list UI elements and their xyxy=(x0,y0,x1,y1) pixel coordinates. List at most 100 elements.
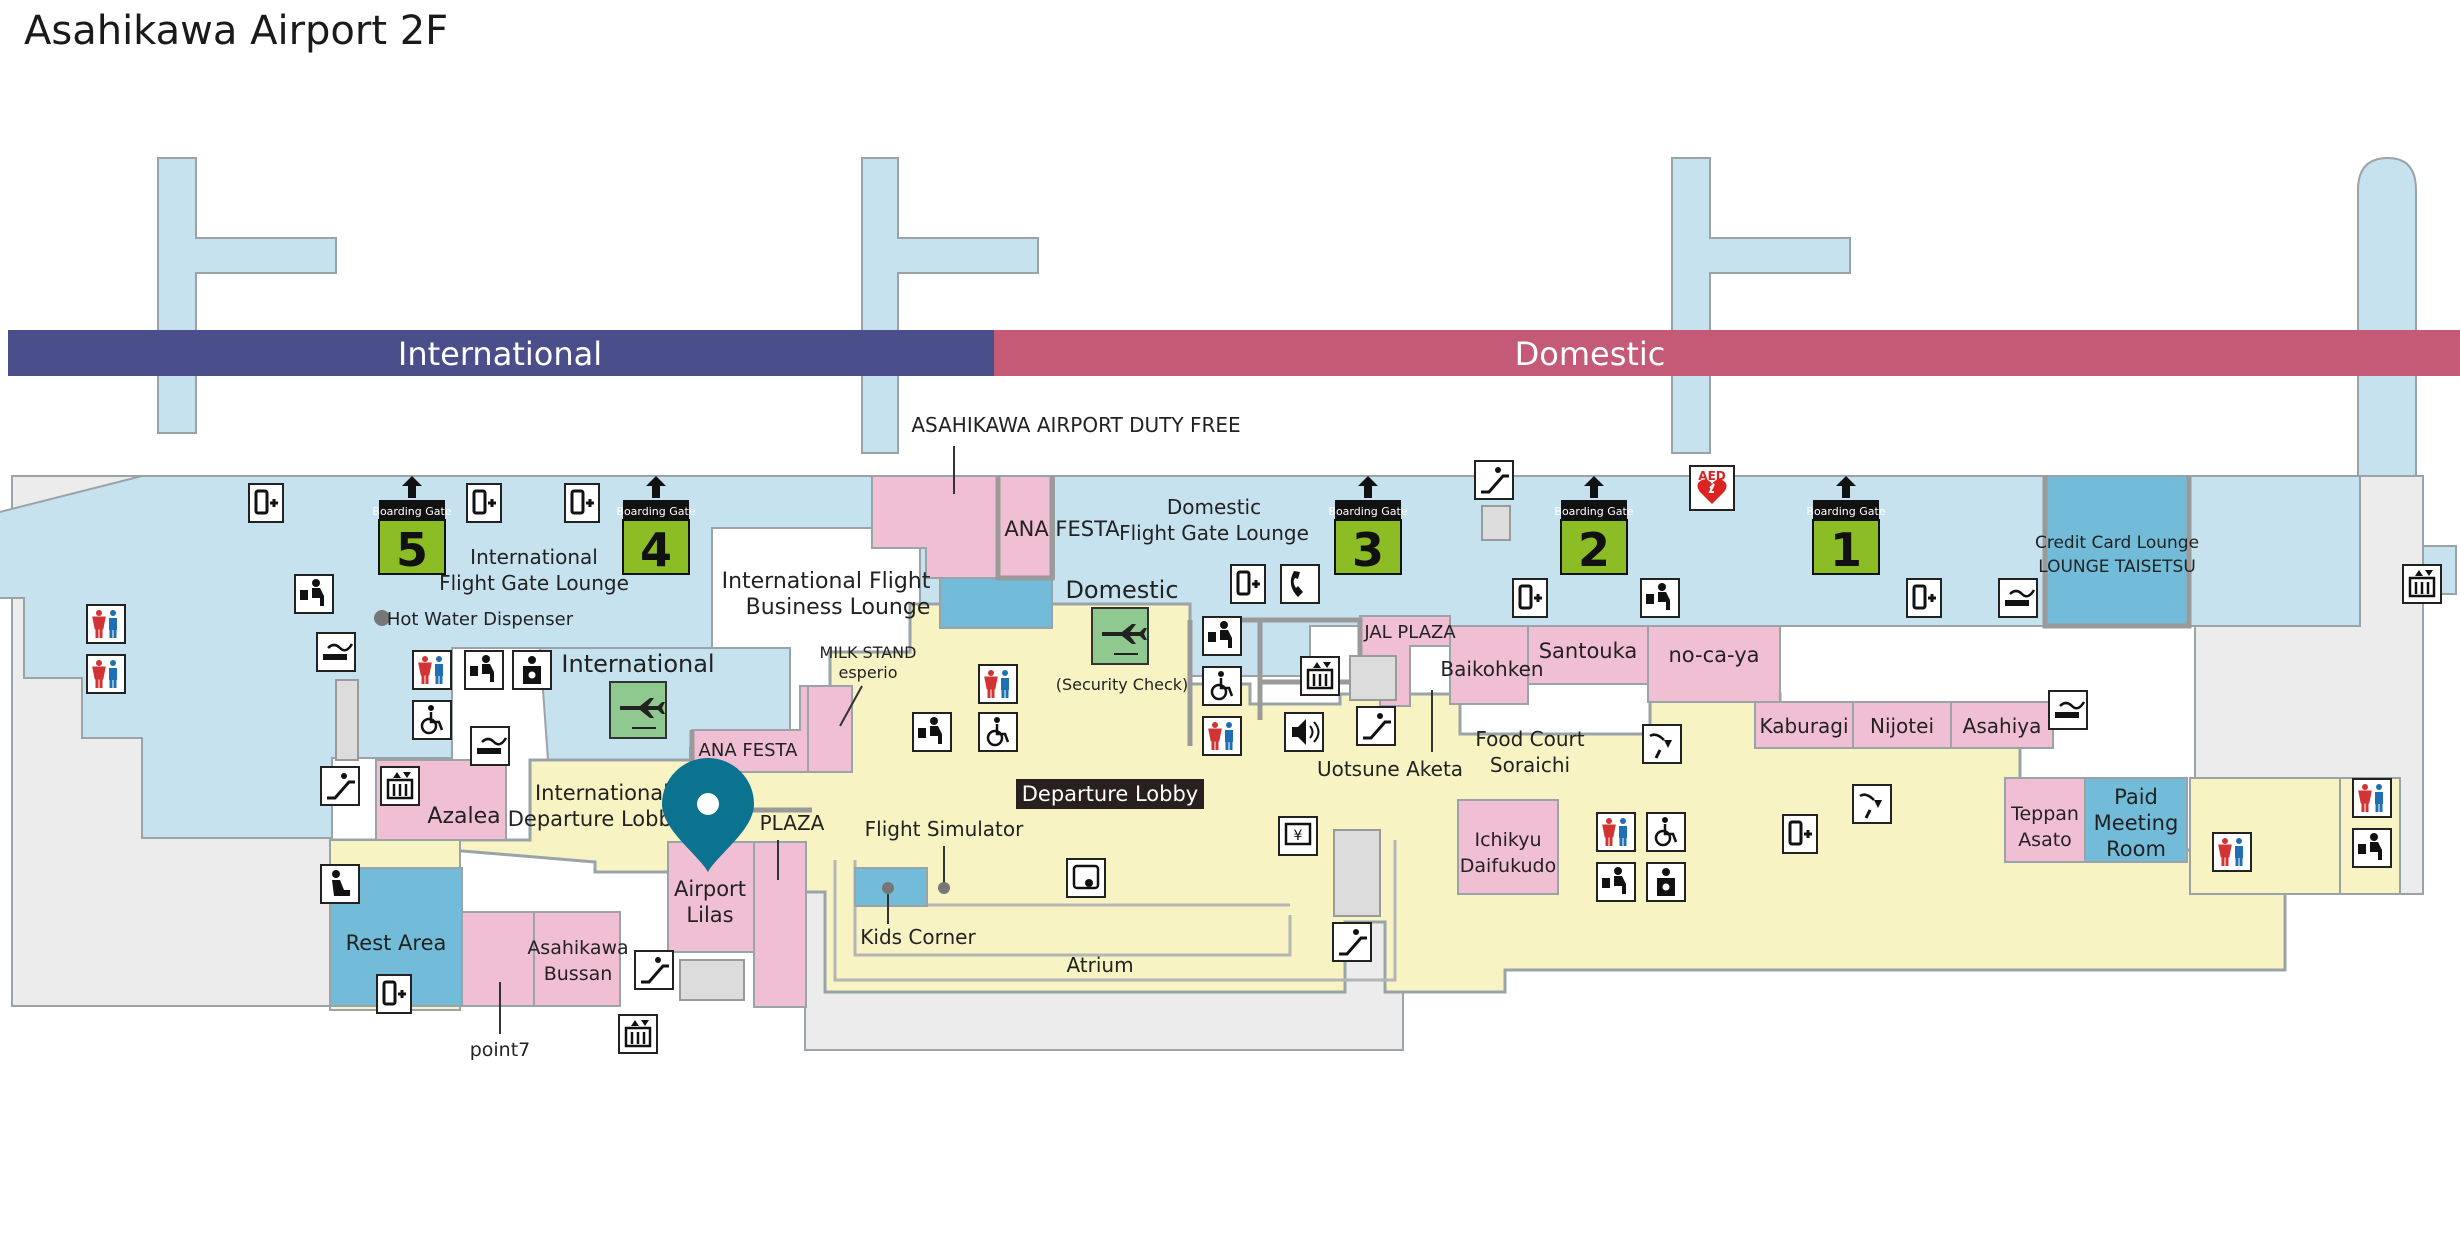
intl-gate-lounge-label-1: International xyxy=(470,545,598,569)
milk-stand-label-2: esperio xyxy=(839,663,898,682)
intl-departure-label-1: International xyxy=(535,781,669,805)
location-pin-marker[interactable] xyxy=(662,758,754,872)
domestic-gate-lounge-label-1: Domestic xyxy=(1167,495,1261,519)
accessible-restroom-icon[interactable] xyxy=(411,699,453,741)
boarding-gate-2[interactable]: Boarding Gate 2 xyxy=(1554,476,1634,577)
atm-icon[interactable] xyxy=(1277,815,1319,857)
escalator-icon[interactable] xyxy=(1355,705,1397,747)
smoking-room-icon[interactable] xyxy=(2047,689,2089,731)
gate-3-number: 3 xyxy=(1352,523,1384,577)
prayer-room-icon[interactable] xyxy=(320,864,360,904)
smoking-room-icon[interactable] xyxy=(315,631,357,673)
departure-lobby-badge xyxy=(1016,779,1204,809)
aed-icon[interactable]: AED xyxy=(1689,465,1735,511)
escalator-icon[interactable] xyxy=(633,949,675,991)
charging-station-icon[interactable] xyxy=(563,482,601,524)
asahikawa-bussan-label-1: Asahikawa xyxy=(527,937,628,959)
escalator-icon[interactable] xyxy=(319,765,361,807)
baby-care-icon[interactable] xyxy=(464,650,504,690)
accessible-restroom-icon[interactable] xyxy=(977,711,1019,753)
elevator-icon[interactable] xyxy=(2401,563,2443,605)
charging-station-icon[interactable] xyxy=(465,482,503,524)
atrium-rail-inner xyxy=(853,860,1292,957)
charging-station-icon[interactable] xyxy=(1229,563,1267,605)
gate-2-label: Boarding Gate xyxy=(1554,505,1633,518)
charging-station-icon[interactable] xyxy=(1905,577,1943,619)
area-labels: ASAHIKAWA AIRPORT DUTY FREE ANA FESTA Do… xyxy=(346,413,2199,1061)
restroom-icon[interactable] xyxy=(85,653,127,695)
pier-international-west xyxy=(157,157,337,434)
smoking-room-icon[interactable] xyxy=(1997,577,2039,619)
duty-free-shop xyxy=(871,475,999,579)
boarding-gate-4[interactable]: Boarding Gate 4 xyxy=(616,476,696,577)
asahiya-label: Asahiya xyxy=(1963,714,2042,738)
smoking-room-icon[interactable] xyxy=(469,725,511,767)
teppan-label-2: Asato xyxy=(2018,829,2072,851)
kaburagi-label: Kaburagi xyxy=(1759,714,1848,738)
escalator-center xyxy=(1349,655,1397,701)
charging-station-icon[interactable] xyxy=(247,482,285,524)
point7-shop xyxy=(461,911,535,1007)
escalator-icon[interactable] xyxy=(1473,459,1515,501)
telephone-icon[interactable] xyxy=(1280,564,1320,604)
azalea-label: Azalea xyxy=(427,804,500,829)
gate-3-label: Boarding Gate xyxy=(1328,505,1407,518)
restroom-icon[interactable] xyxy=(2351,777,2393,819)
accessible-restroom-icon[interactable] xyxy=(1645,811,1687,853)
escalator-icon[interactable] xyxy=(1331,921,1373,963)
kaburagi-shop xyxy=(1754,701,1854,749)
page-title: Asahikawa Airport 2F xyxy=(24,8,449,54)
baby-care-icon[interactable] xyxy=(294,574,334,614)
plaza-label: PLAZA xyxy=(760,811,825,835)
plaza-shop xyxy=(753,841,807,1008)
nursing-room-icon[interactable] xyxy=(1646,862,1686,902)
asahikawa-bussan-shop xyxy=(533,911,621,1007)
elevator-icon[interactable] xyxy=(379,765,421,807)
domestic-security-sign xyxy=(1091,607,1149,665)
water-fountain-icon[interactable] xyxy=(1641,723,1683,765)
gate-1-label: Boarding Gate xyxy=(1806,505,1885,518)
flight-simulator-label: Flight Simulator xyxy=(865,817,1024,841)
ana-festa-top-label: ANA FESTA xyxy=(1004,517,1120,541)
escalator-lilas xyxy=(679,959,745,1001)
teppan-label-1: Teppan xyxy=(2010,803,2079,825)
water-fountain-icon[interactable] xyxy=(1851,783,1893,825)
charging-station-icon[interactable] xyxy=(1511,577,1549,619)
boarding-gate-5[interactable]: Boarding Gate 5 xyxy=(372,476,452,577)
airport-lilas-label-2: Lilas xyxy=(686,903,733,927)
departure-lobby-label: Departure Lobby xyxy=(1022,782,1199,806)
restroom-icon[interactable] xyxy=(2211,831,2253,873)
baby-care-icon[interactable] xyxy=(912,712,952,752)
baby-care-icon[interactable] xyxy=(1640,578,1680,618)
baby-care-icon[interactable] xyxy=(1596,862,1636,902)
boarding-gate-1[interactable]: Boarding Gate 1 xyxy=(1806,476,1886,577)
rest-area-label: Rest Area xyxy=(346,931,447,955)
east-pier-room xyxy=(2189,475,2361,627)
restroom-icon[interactable] xyxy=(977,663,1019,705)
coin-locker-icon[interactable] xyxy=(1065,857,1107,899)
baby-care-icon[interactable] xyxy=(1202,616,1242,656)
atrium-label: Atrium xyxy=(1066,953,1133,977)
boarding-gate-3[interactable]: Boarding Gate 3 xyxy=(1328,476,1408,577)
charging-station-icon[interactable] xyxy=(375,973,413,1015)
elevator-icon[interactable] xyxy=(1299,655,1341,697)
jal-plaza-label: JAL PLAZA xyxy=(1363,622,1456,643)
credit-card-lounge-label-2: LOUNGE TAISETSU xyxy=(2038,557,2196,577)
announcement-speaker-icon[interactable] xyxy=(1284,712,1324,752)
paid-meeting-label-2: Meeting xyxy=(2094,811,2179,835)
charging-station-icon[interactable] xyxy=(1781,813,1819,855)
nursing-room-icon[interactable] xyxy=(512,650,552,690)
baikohken-label: Baikohken xyxy=(1440,657,1543,681)
restroom-icon[interactable] xyxy=(1595,811,1637,853)
security-check-label: (Security Check) xyxy=(1056,675,1189,694)
restroom-icon[interactable] xyxy=(1201,715,1243,757)
uotsune-label: Uotsune Aketa xyxy=(1317,757,1463,781)
restroom-icon[interactable] xyxy=(411,649,453,691)
gate-4-label: Boarding Gate xyxy=(616,505,695,518)
santouka-label: Santouka xyxy=(1539,639,1638,663)
paid-meeting-label-3: Room xyxy=(2106,837,2166,861)
elevator-icon[interactable] xyxy=(617,1013,659,1055)
baby-care-icon[interactable] xyxy=(2352,828,2392,868)
accessible-restroom-icon[interactable] xyxy=(1201,665,1243,707)
